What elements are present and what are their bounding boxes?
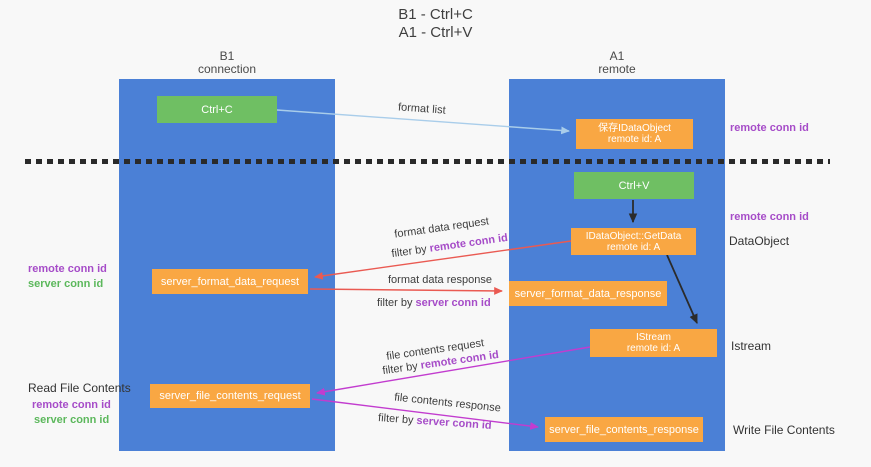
label-server-conn-id-left-bottom: server conn id (34, 414, 110, 426)
node-server-file-contents-response: server_file_contents_response (545, 417, 703, 442)
arrow-format-data-response (309, 286, 503, 295)
node-ctrl-c-label: Ctrl+C (201, 103, 233, 116)
node-server-file-contents-request-label: server_file_contents_request (159, 390, 301, 402)
label-istream: Istream (731, 339, 772, 353)
label-remote-conn-id-left-bottom: remote conn id (32, 399, 111, 411)
arrow-file-contents-response (311, 398, 539, 430)
lane-b1-name: B1 (219, 49, 235, 63)
label-read-file-contents: Read File Contents (28, 381, 131, 395)
label-remote-conn-id-left-top: remote conn id (28, 263, 107, 275)
node-server-format-data-request-label: server_format_data_request (160, 275, 300, 288)
filter-prefix: filter by (377, 297, 413, 309)
node-idataobject-getdata: IDataObject::GetData remote id: A (571, 228, 696, 255)
node-server-file-contents-request: server_file_contents_request (150, 384, 310, 408)
lane-header-b1: B1 connection (119, 50, 335, 76)
label-remote-conn-id-right-mid: remote conn id (730, 211, 809, 223)
label-dataobject: DataObject (729, 234, 790, 248)
node-save-idataobject-line2: remote id: A (607, 134, 662, 145)
arrow-getdata-to-istream (666, 254, 698, 324)
node-ctrl-c: Ctrl+C (157, 96, 277, 123)
edge-label-format-data-response: format data response (388, 274, 492, 286)
node-istream: IStream remote id: A (590, 329, 717, 357)
node-idataobject-getdata-line2: remote id: A (606, 241, 661, 253)
arrow-file-contents-request (316, 346, 591, 396)
node-save-idataobject: 保存IDataObject remote id: A (576, 119, 693, 149)
lane-a1-name: A1 (609, 49, 625, 63)
node-idataobject-getdata-line1: IDataObject::GetData (585, 230, 682, 242)
node-server-file-contents-response-label: server_file_contents_response (549, 423, 699, 436)
node-save-idataobject-line1: 保存IDataObject (598, 123, 671, 134)
lane-b1-subtitle: connection (197, 62, 257, 76)
label-server-conn-id-left-top: server conn id (28, 278, 104, 290)
node-server-format-data-response-label: server_format_data_response (514, 287, 662, 300)
filter-prefix: filter by (377, 412, 414, 427)
diagram-title: B1 - Ctrl+C A1 - Ctrl+V (0, 6, 871, 42)
node-server-format-data-response: server_format_data_response (509, 281, 667, 306)
node-server-format-data-request: server_format_data_request (152, 269, 308, 294)
label-write-file-contents: Write File Contents (733, 423, 835, 437)
arrow-format-list (276, 109, 570, 135)
node-istream-line1: IStream (635, 332, 671, 343)
dashed-separator (25, 159, 830, 164)
node-ctrl-v-label: Ctrl+V (618, 179, 650, 192)
filter-id-server: server conn id (415, 297, 491, 309)
lane-header-a1: A1 remote (509, 50, 725, 76)
node-istream-line2: remote id: A (626, 343, 681, 354)
lane-a1-subtitle: remote (598, 62, 636, 76)
title-line-1: B1 - Ctrl+C (398, 6, 473, 23)
node-ctrl-v: Ctrl+V (574, 172, 694, 199)
label-remote-conn-id-right-top: remote conn id (730, 122, 809, 134)
arrow-format-data-request (314, 240, 572, 280)
title-line-2: A1 - Ctrl+V (398, 24, 473, 41)
